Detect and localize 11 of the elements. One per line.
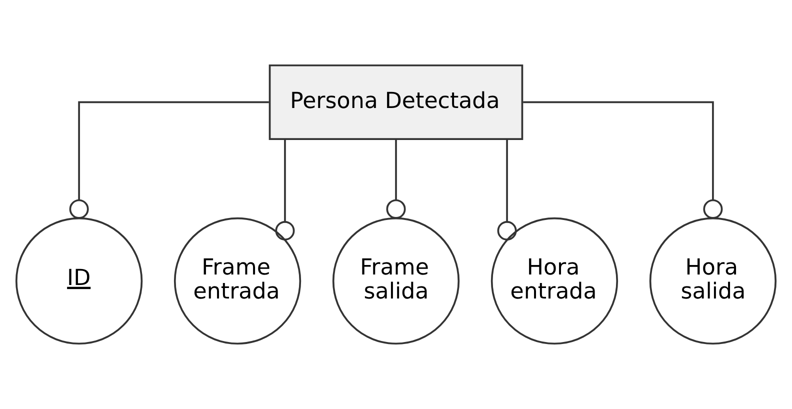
node-circle: Hora entrada — [490, 217, 618, 345]
node-circle: Hora salida — [649, 217, 777, 345]
node-circle: ID — [15, 217, 143, 345]
node-circle: Frame entrada — [174, 217, 302, 345]
connector — [523, 101, 723, 219]
connector — [497, 139, 517, 241]
node-box: Persona Detectada — [268, 64, 524, 140]
connector — [386, 139, 406, 219]
connector — [275, 139, 295, 241]
node-circle: Frame salida — [332, 217, 460, 345]
connector — [69, 101, 269, 219]
